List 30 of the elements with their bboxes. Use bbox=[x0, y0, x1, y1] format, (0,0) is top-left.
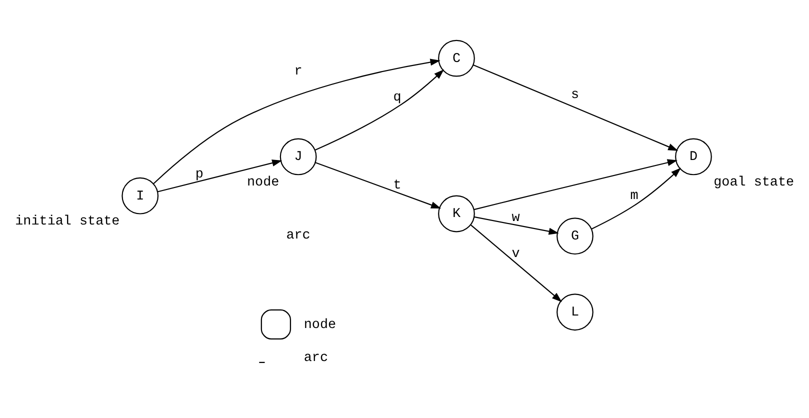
node-circle: C bbox=[438, 40, 475, 77]
node-label: node bbox=[246, 175, 280, 190]
arrow bbox=[315, 162, 442, 209]
node-circle: K bbox=[438, 195, 475, 232]
arrow bbox=[591, 168, 682, 230]
arrow bbox=[474, 216, 559, 235]
edge-label: r bbox=[294, 64, 302, 80]
arrow bbox=[474, 159, 678, 210]
edge-label: m bbox=[630, 188, 638, 204]
edge-label: w bbox=[512, 211, 520, 226]
node-circle: L bbox=[556, 294, 594, 331]
legend-label: arc bbox=[304, 350, 328, 366]
edge-label: t bbox=[393, 178, 402, 194]
node-circle: J bbox=[280, 138, 317, 176]
label: arc bbox=[286, 228, 310, 244]
edge-label: s bbox=[570, 88, 580, 104]
node-circle: G bbox=[556, 218, 594, 255]
node-label: initial state bbox=[15, 214, 120, 230]
node-label: goal state bbox=[714, 175, 794, 190]
arrow bbox=[470, 224, 562, 302]
edge-label: q bbox=[393, 90, 402, 106]
node-circle: D bbox=[675, 138, 712, 176]
arrow bbox=[157, 160, 282, 192]
legend-label: node bbox=[304, 318, 336, 333]
arrow bbox=[314, 69, 444, 151]
node-circle: I bbox=[122, 177, 159, 214]
edge-label: v bbox=[512, 246, 520, 262]
arrow bbox=[153, 58, 440, 184]
arrow bbox=[473, 64, 678, 151]
edge-label: p bbox=[195, 168, 204, 183]
